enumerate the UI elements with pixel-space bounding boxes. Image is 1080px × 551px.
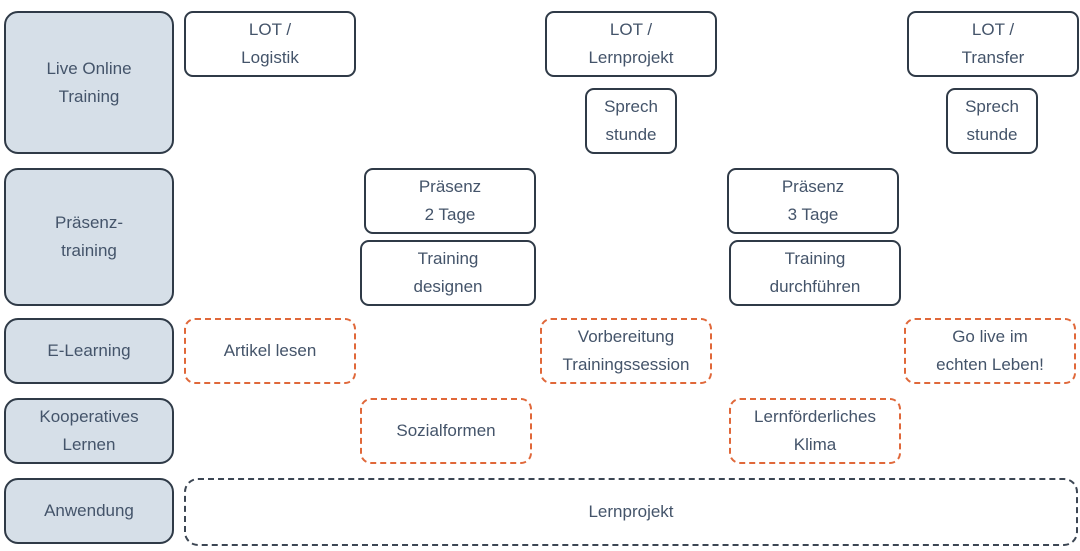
training-designen-box: Training designen — [360, 240, 536, 306]
sprechstunde-box: Sprech stunde — [585, 88, 677, 154]
artikel-lesen-box: Artikel lesen — [184, 318, 356, 384]
row-label-live-online-training: Live Online Training — [4, 11, 174, 154]
lernprojekt-bar: Lernprojekt — [184, 478, 1078, 546]
row-label-anwendung: Anwendung — [4, 478, 174, 544]
lot-lernprojekt-box: LOT / Lernprojekt — [545, 11, 717, 77]
sozialformen-box: Sozialformen — [360, 398, 532, 464]
praesenz-2-tage-box: Präsenz 2 Tage — [364, 168, 536, 234]
go-live-box: Go live im echten Leben! — [904, 318, 1076, 384]
row-label-e-learning: E-Learning — [4, 318, 174, 384]
row-label-kooperatives-lernen: Kooperatives Lernen — [4, 398, 174, 464]
sprechstunde-box: Sprech stunde — [946, 88, 1038, 154]
row-label-praesenztraining: Präsenz- training — [4, 168, 174, 306]
lernfoerderliches-klima-box: Lernförderliches Klima — [729, 398, 901, 464]
lot-transfer-box: LOT / Transfer — [907, 11, 1079, 77]
lot-logistik-box: LOT / Logistik — [184, 11, 356, 77]
vorbereitung-trainingssession-box: Vorbereitung Trainingssession — [540, 318, 712, 384]
praesenz-3-tage-box: Präsenz 3 Tage — [727, 168, 899, 234]
training-durchfuehren-box: Training durchführen — [729, 240, 901, 306]
